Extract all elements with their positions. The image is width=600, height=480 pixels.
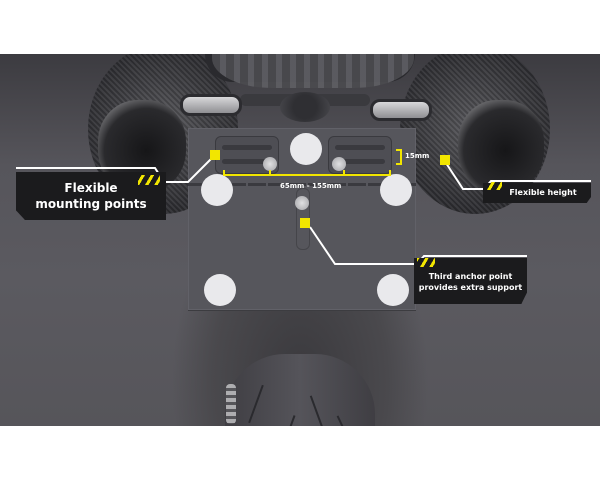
height-dimension-bracket: [400, 149, 402, 165]
chain: [226, 384, 236, 424]
callout-flexible-height: Flexible height: [483, 183, 591, 203]
height-marker: [440, 155, 450, 165]
width-dimension-line: [223, 174, 391, 176]
top-center-pad: [290, 133, 322, 165]
left-indicator: [180, 94, 242, 116]
width-dimension-label: 65mm - 155mm: [280, 182, 342, 190]
center-hub: [280, 92, 330, 122]
rear-tire: [225, 354, 375, 426]
right-bolt: [332, 157, 346, 171]
mounting-point-marker: [210, 150, 220, 160]
center-bolt: [295, 196, 309, 210]
mid-right-pad: [380, 174, 412, 206]
right-indicator: [370, 99, 432, 121]
anchor-point-marker: [300, 218, 310, 228]
tail-light: [212, 54, 414, 88]
mounting-stripes-icon: [138, 175, 160, 185]
height-dimension-label: 15mm: [405, 152, 430, 160]
bottom-left-pad: [204, 274, 236, 306]
right-adjust-slot: [328, 136, 392, 174]
left-bolt: [263, 157, 277, 171]
anchor-stripes-icon: [417, 258, 435, 267]
bottom-right-pad: [377, 274, 409, 306]
horizontal-rail: [188, 183, 416, 186]
height-stripes-icon: [486, 182, 502, 190]
mid-left-pad: [201, 174, 233, 206]
